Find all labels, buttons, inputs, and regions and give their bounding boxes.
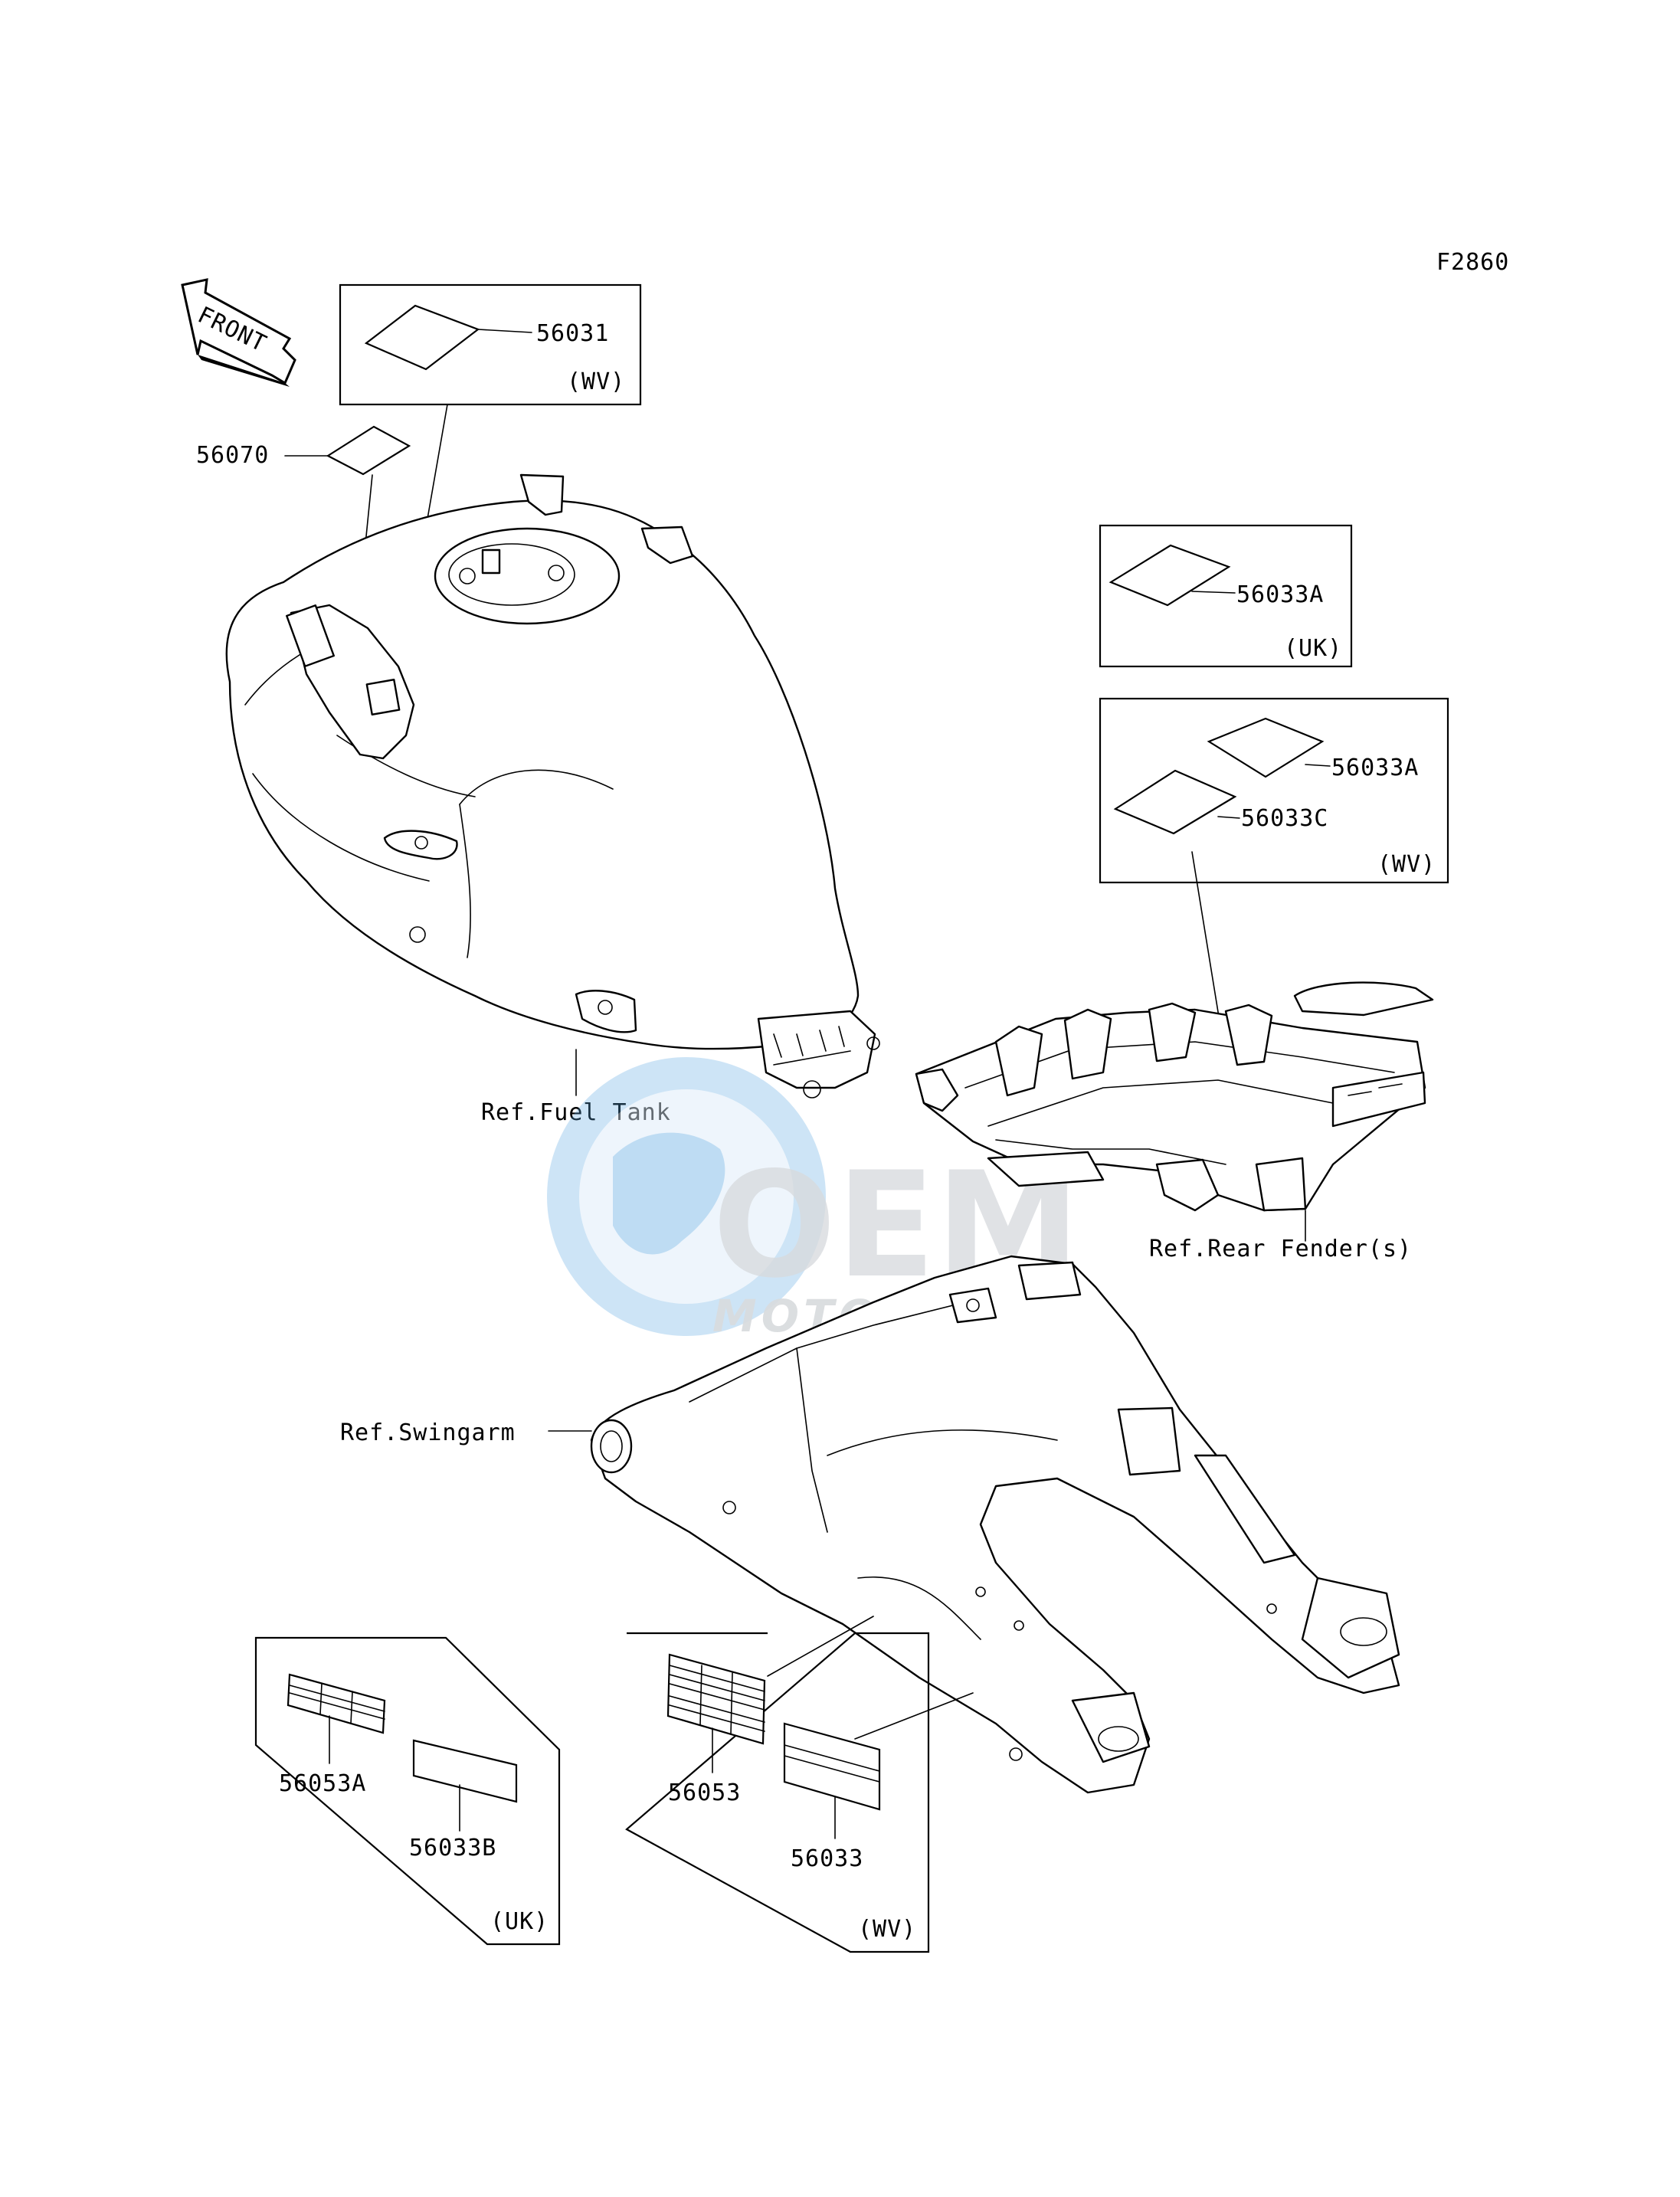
region-tag-uk-top: (UK) [1284, 635, 1342, 662]
part-number-56053A: 56053A [279, 1770, 366, 1797]
sticker-56033C [1113, 769, 1237, 835]
region-tag-wv-top: (WV) [567, 368, 625, 395]
part-number-56033A-wv: 56033A [1331, 755, 1419, 781]
part-number-56053: 56053 [668, 1780, 741, 1806]
ref-rear-fender: Ref.Rear Fender(s) [1149, 1236, 1412, 1262]
callout-box-wv-bottom [625, 1632, 930, 1953]
callout-box-uk-bottom [254, 1636, 561, 1946]
front-arrow-icon: FRONT [181, 278, 296, 387]
swingarm-drawing [590, 1255, 1400, 1794]
region-tag-uk-bottom: (UK) [490, 1908, 549, 1935]
callout-box-56031 [339, 283, 642, 406]
ref-fuel-tank: Ref.Fuel Tank [481, 1099, 671, 1126]
part-number-56031: 56031 [536, 320, 609, 347]
part-number-56070: 56070 [196, 442, 269, 469]
sticker-56033A-uk [1109, 544, 1231, 607]
callout-box-56033A-56033C-wv [1099, 697, 1449, 884]
part-number-56033C: 56033C [1241, 805, 1328, 832]
sticker-56033A-wv [1207, 717, 1325, 778]
ref-swingarm: Ref.Swingarm [340, 1419, 516, 1446]
part-number-56033A-uk: 56033A [1236, 581, 1324, 608]
part-number-56033B: 56033B [409, 1835, 496, 1861]
sticker-56070 [326, 425, 411, 476]
sticker-56033B [412, 1739, 518, 1803]
figure-code: F2860 [1436, 249, 1509, 276]
sticker-56031 [364, 304, 480, 371]
region-tag-wv-mid: (WV) [1377, 851, 1436, 878]
rear-fender-drawing [915, 981, 1434, 1212]
callout-box-56033A-uk [1099, 524, 1353, 668]
fuel-tank-drawing [225, 473, 880, 1098]
region-tag-wv-bottom: (WV) [858, 1916, 916, 1943]
sticker-56053 [666, 1653, 766, 1745]
sticker-56053A [287, 1673, 386, 1734]
watermark-logo: OEM MOTORPARTS [547, 1057, 1095, 1342]
sticker-56033 [783, 1722, 881, 1811]
part-number-56033: 56033 [791, 1845, 863, 1872]
